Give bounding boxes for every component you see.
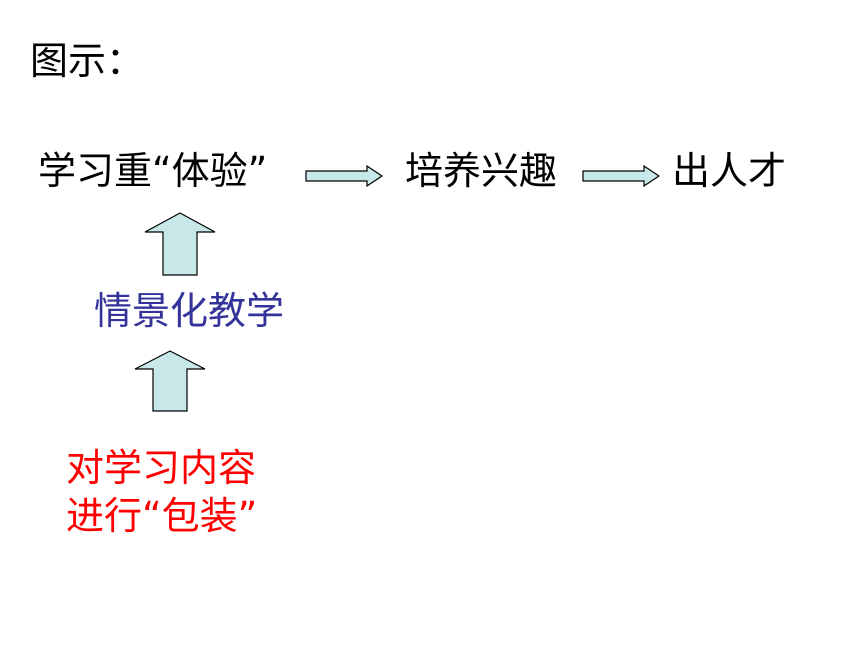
situational-teaching-label: 情景化教学 — [94, 289, 285, 333]
up-arrow-icon — [134, 350, 206, 412]
page-title: 图示： — [30, 39, 145, 83]
up-arrow-icon — [144, 212, 216, 276]
packaging-line-1: 对学习内容 — [66, 446, 257, 490]
packaging-content-label: 对学习内容 进行“包装” — [66, 444, 257, 540]
right-arrow-icon — [582, 165, 660, 187]
packaging-line-2: 进行“包装” — [66, 494, 258, 538]
node-experience: 学习重“体验” — [38, 149, 268, 193]
node-talent: 出人才 — [672, 149, 787, 193]
right-arrow-icon — [305, 165, 383, 187]
node-interest: 培养兴趣 — [405, 149, 558, 193]
